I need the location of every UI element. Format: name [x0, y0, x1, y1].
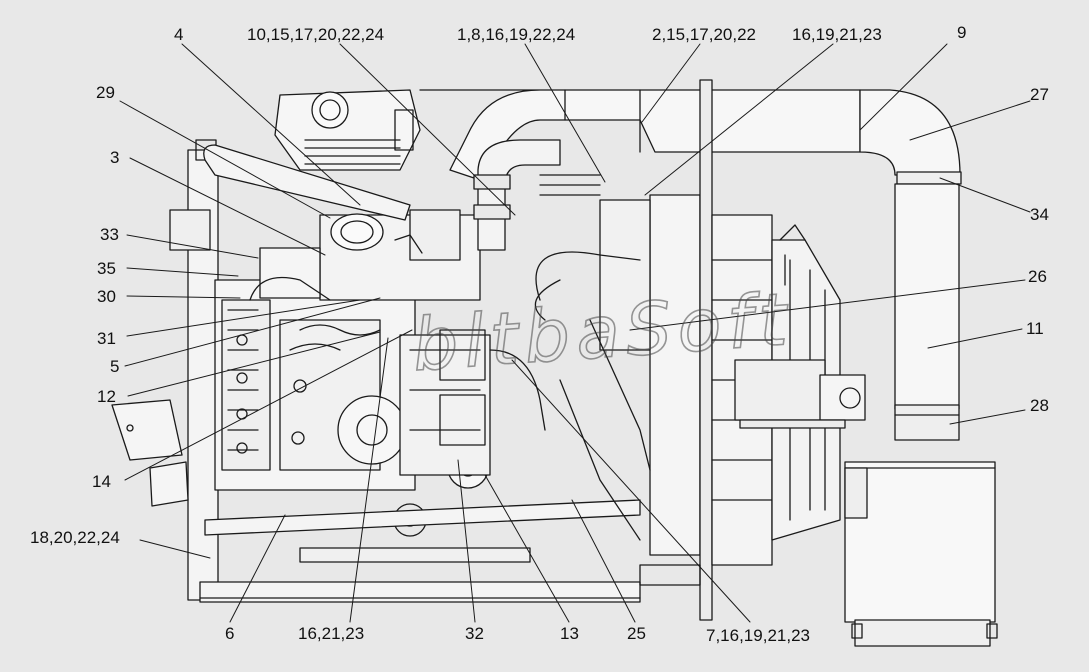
callout-label: 14 [92, 472, 111, 491]
cylinder-head [319, 209, 481, 301]
callout-label: 31 [97, 329, 116, 348]
callout-label: 2,15,17,20,22 [652, 25, 756, 44]
callout-label: 3 [110, 148, 120, 167]
callout-label: 32 [465, 624, 484, 643]
callout-label: 7,16,19,21,23 [706, 626, 810, 645]
callout-label: 6 [225, 624, 235, 643]
callout-label: 11 [1026, 319, 1044, 338]
coolant-hoses [534, 251, 651, 541]
callout-label: 10,15,17,20,22,24 [247, 25, 385, 44]
callout-label: 34 [1030, 205, 1049, 224]
callout-label: 1,8,16,19,22,24 [457, 25, 576, 44]
callout-label: 30 [97, 287, 116, 306]
callout-label: 26 [1028, 267, 1047, 286]
callout-label: 13 [560, 624, 579, 643]
intake-duct [419, 89, 962, 441]
callout-label: 28 [1030, 396, 1049, 415]
callout-leaders [119, 43, 1031, 623]
callout-label: 5 [110, 357, 120, 376]
callout-label: 12 [97, 387, 116, 406]
callout-label: 4 [174, 25, 184, 44]
fan-assembly [734, 224, 866, 541]
callout-label: 29 [96, 83, 115, 102]
callout-label: 9 [957, 23, 967, 42]
air-filter [844, 461, 998, 647]
callout-label: 25 [627, 624, 646, 643]
turbocharger [274, 89, 421, 171]
callout-label: 27 [1030, 85, 1049, 104]
manifold [399, 329, 546, 476]
intercooler-pipe [169, 144, 411, 301]
callout-label: 33 [100, 225, 119, 244]
callout-label: 35 [97, 259, 116, 278]
elbow-hose [473, 139, 601, 251]
callout-label: 18,20,22,24 [30, 528, 120, 547]
engine-frame [111, 139, 641, 603]
callout-label: 16,19,21,23 [792, 25, 882, 44]
callout-label: 16,21,23 [298, 624, 365, 643]
